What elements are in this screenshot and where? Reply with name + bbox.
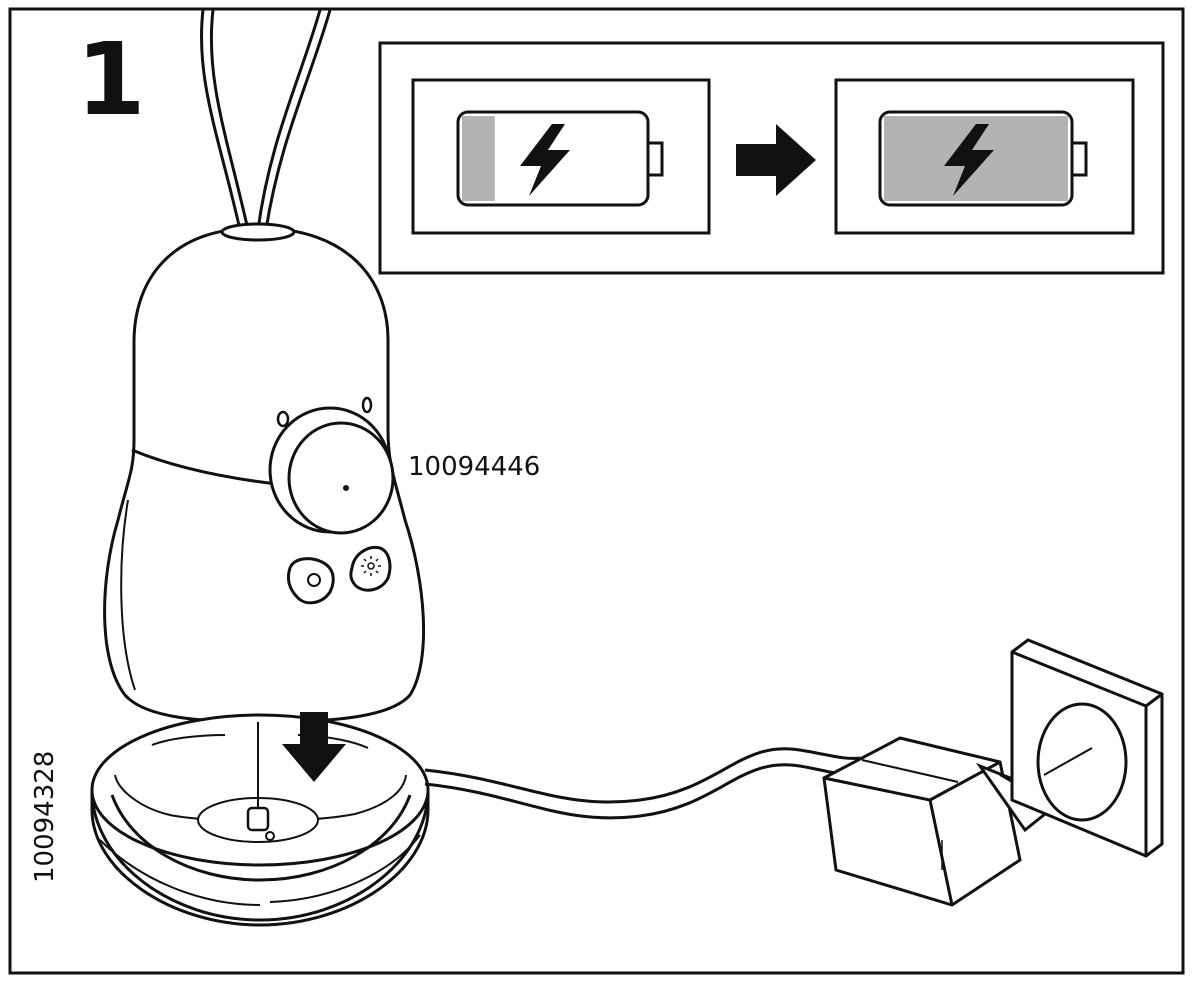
power-button [286, 557, 335, 605]
battery-fill-level [462, 116, 495, 201]
light-button [349, 545, 392, 592]
charging-base [90, 713, 430, 927]
power-cable [424, 747, 861, 820]
wall-socket [1010, 638, 1164, 858]
step-number: 1 [76, 21, 146, 138]
base-part-code: 10094328 [30, 750, 60, 883]
strap [199, 9, 332, 231]
arrow-down-icon [282, 712, 346, 782]
lightning-icon [520, 124, 570, 196]
lightning-icon [944, 124, 994, 196]
device-part-code: 10094446 [408, 452, 541, 482]
battery-after [834, 78, 1135, 235]
battery-before [411, 78, 711, 235]
indicator-light [276, 410, 290, 428]
battery-charge-panel [378, 41, 1165, 275]
dial-knob [268, 406, 395, 535]
indicator-light [361, 396, 373, 414]
arrow-right-icon [736, 124, 816, 196]
